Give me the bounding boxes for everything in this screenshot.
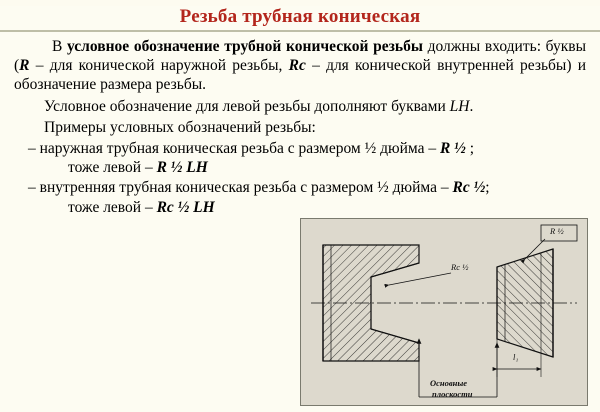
item2-designation: Rc ½ — [452, 179, 486, 197]
list-item: тоже левой – R ½ LH — [14, 159, 586, 178]
list-item: – внутренняя трубная коническая резьба с… — [14, 179, 586, 198]
item1-sub-text: тоже левой – — [68, 159, 157, 177]
p1-symbol-rc: Rc — [288, 56, 306, 74]
item2-text: – внутренняя трубная коническая резьба с… — [28, 179, 453, 197]
paragraph-1: В условное обозначение трубной коническо… — [14, 38, 586, 95]
item1-designation: R ½ — [439, 139, 466, 157]
item1-tail: ; — [465, 139, 474, 157]
paragraph-3: Примеры условных обозначений резьбы: — [44, 118, 316, 136]
paragraph-2: Условное обозначение для левой резьбы до… — [14, 98, 586, 117]
leader-external — [520, 238, 546, 264]
internal-thread-part — [322, 244, 420, 362]
p1-part-b: условное обозначение трубной конической … — [67, 38, 423, 55]
item2-sub-text: тоже левой – — [68, 199, 157, 217]
drawing-svg — [311, 224, 578, 398]
list-item: тоже левой – Rc ½ LH — [14, 199, 586, 218]
p1-symbol-r: R — [19, 56, 30, 74]
slide: Резьба трубная коническая В условное обо… — [0, 6, 600, 412]
p2-symbol-lh: LH — [449, 97, 470, 115]
label-length-l1: l₁ — [513, 352, 519, 362]
item2-sub-designation: Rc ½ LH — [156, 199, 215, 217]
page-title: Резьба трубная коническая — [179, 6, 421, 27]
label-basic-planes-line2: плоскости — [432, 389, 473, 399]
item2-tail: ; — [485, 179, 490, 197]
p1-part-e: – для конической внутренней резьбы) и об… — [14, 56, 586, 93]
p1-part-d: – для конической наружной резьбы, — [29, 56, 289, 74]
item1-text: – наружная трубная коническая резьба с р… — [28, 139, 440, 157]
label-external-thread: R ½ — [550, 226, 564, 236]
p2-part-a: Условное обозначение для левой резьбы до… — [44, 97, 450, 115]
technical-drawing: Rc ½ R ½ l₁ Основные плоскости — [300, 218, 588, 406]
p1-part-a: В — [52, 38, 63, 55]
label-internal-thread: Rc ½ — [451, 262, 469, 272]
item1-sub-designation: R ½ LH — [156, 159, 208, 177]
title-divider — [0, 30, 600, 32]
p2-part-b: . — [469, 97, 474, 115]
examples-list: – наружная трубная коническая резьба с р… — [14, 140, 586, 219]
list-item: – наружная трубная коническая резьба с р… — [14, 140, 586, 159]
label-box-external — [540, 224, 578, 242]
p1-part-c: должны входить: буквы ( — [14, 38, 586, 74]
slide-body: В условное обозначение трубной коническо… — [0, 38, 600, 218]
leader-internal — [384, 272, 452, 288]
label-basic-planes-line1: Основные — [430, 378, 468, 388]
